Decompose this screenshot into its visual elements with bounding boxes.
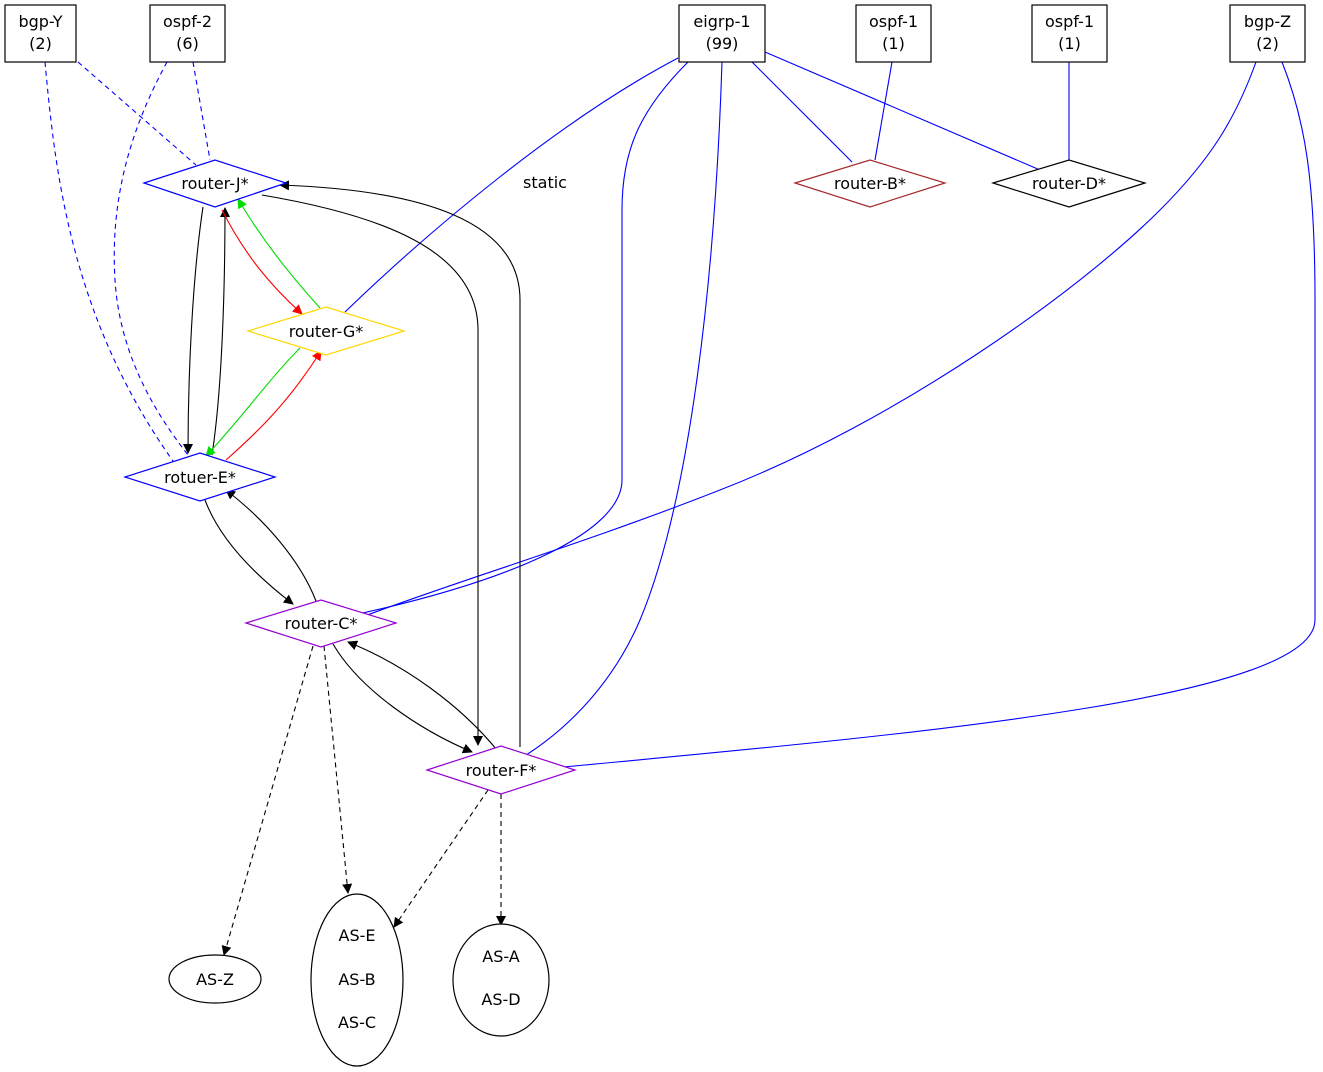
edge-f-to-as-ebc — [393, 789, 489, 928]
edge-bgp-z-router-f — [563, 61, 1316, 768]
router-node-c: router-C* — [243, 599, 399, 648]
edge-f-to-j — [279, 180, 521, 747]
edge-j-to-f — [261, 194, 483, 746]
protocol-box-eigrp-1: eigrp-1 (99) — [678, 4, 766, 63]
edge-e-to-c — [204, 499, 294, 605]
protocol-box-sub: (1) — [1058, 34, 1081, 53]
protocol-box-sub: (6) — [176, 34, 199, 53]
edge-c-to-as-ebc — [323, 645, 353, 894]
router-node-b: router-B* — [792, 159, 948, 208]
edge-j-to-e — [183, 206, 204, 454]
router-node-d: router-D* — [990, 159, 1148, 208]
edge-c-to-e — [225, 489, 317, 602]
edge-ospf-2-router-j — [192, 61, 211, 161]
router-label: router-J* — [181, 174, 248, 193]
edge-c-to-f — [332, 643, 473, 754]
as-label: AS-C — [338, 1013, 376, 1032]
edge-g-to-e-green — [205, 347, 301, 457]
edge-eigrp-router-d — [764, 51, 1041, 171]
protocol-box-sub: (2) — [1256, 34, 1279, 53]
edge-ospf-1a-router-b — [874, 61, 893, 161]
as-label: AS-A — [482, 947, 520, 966]
edge-label-static: static — [523, 173, 567, 192]
router-node-e: rotuer-E* — [123, 452, 277, 502]
router-label: router-G* — [289, 322, 364, 341]
protocol-box-label: bgp-Z — [1244, 12, 1291, 31]
router-label: router-F* — [466, 761, 537, 780]
protocol-box-sub: (2) — [29, 34, 52, 53]
protocol-box-label: bgp-Y — [18, 12, 62, 31]
edge-f-to-c — [347, 640, 498, 751]
edge-bgp-z-router-c — [361, 61, 1257, 618]
as-label: AS-Z — [196, 970, 234, 989]
protocol-box-ospf-2: ospf-2 (6) — [149, 4, 226, 63]
edge-ospf-2-router-e — [113, 61, 193, 461]
protocol-box-ospf-1: ospf-1 (1) — [855, 4, 932, 63]
edge-eigrp-router-c — [339, 61, 689, 619]
edge-eigrp-router-f — [517, 61, 723, 761]
as-node-ad: AS-A AS-D — [452, 923, 550, 1037]
router-label: rotuer-E* — [164, 468, 236, 487]
router-label: router-D* — [1032, 174, 1106, 193]
as-node-ebc: AS-E AS-B AS-C — [310, 893, 404, 1067]
as-label: AS-B — [338, 970, 375, 989]
protocol-box-label: ospf-2 — [163, 12, 212, 31]
edge-e-to-j — [211, 207, 230, 456]
router-node-f: router-F* — [425, 745, 577, 795]
protocol-box-label: ospf-1 — [869, 12, 918, 31]
edge-bgp-y-router-j — [77, 61, 197, 166]
edges — [44, 51, 1316, 956]
protocol-box-sub: (1) — [882, 34, 905, 53]
router-label: router-B* — [834, 174, 906, 193]
edge-g-to-j-green — [237, 198, 321, 309]
as-node-z: AS-Z — [168, 954, 262, 1004]
protocol-box-bgp-z: bgp-Z (2) — [1229, 4, 1306, 63]
router-node-j: router-J* — [142, 159, 288, 208]
edge-c-to-as-z — [221, 645, 314, 956]
edge-bgp-y-router-e — [44, 61, 179, 469]
protocol-box-label: ospf-1 — [1045, 12, 1094, 31]
protocol-box-ospf-1-second: ospf-1 (1) — [1031, 4, 1108, 63]
edge-eigrp-router-g — [344, 57, 679, 313]
router-node-g: router-G* — [245, 306, 407, 356]
as-label: AS-E — [339, 926, 376, 945]
edge-eigrp-router-b — [751, 61, 853, 163]
edge-e-to-g-red — [225, 350, 322, 461]
protocol-box-bgp-y: bgp-Y (2) — [4, 4, 77, 63]
as-label: AS-D — [481, 990, 520, 1009]
protocol-box-label: eigrp-1 — [693, 12, 750, 31]
edge-j-to-g-red — [221, 209, 303, 315]
router-label: router-C* — [285, 614, 358, 633]
protocol-box-sub: (99) — [706, 34, 739, 53]
